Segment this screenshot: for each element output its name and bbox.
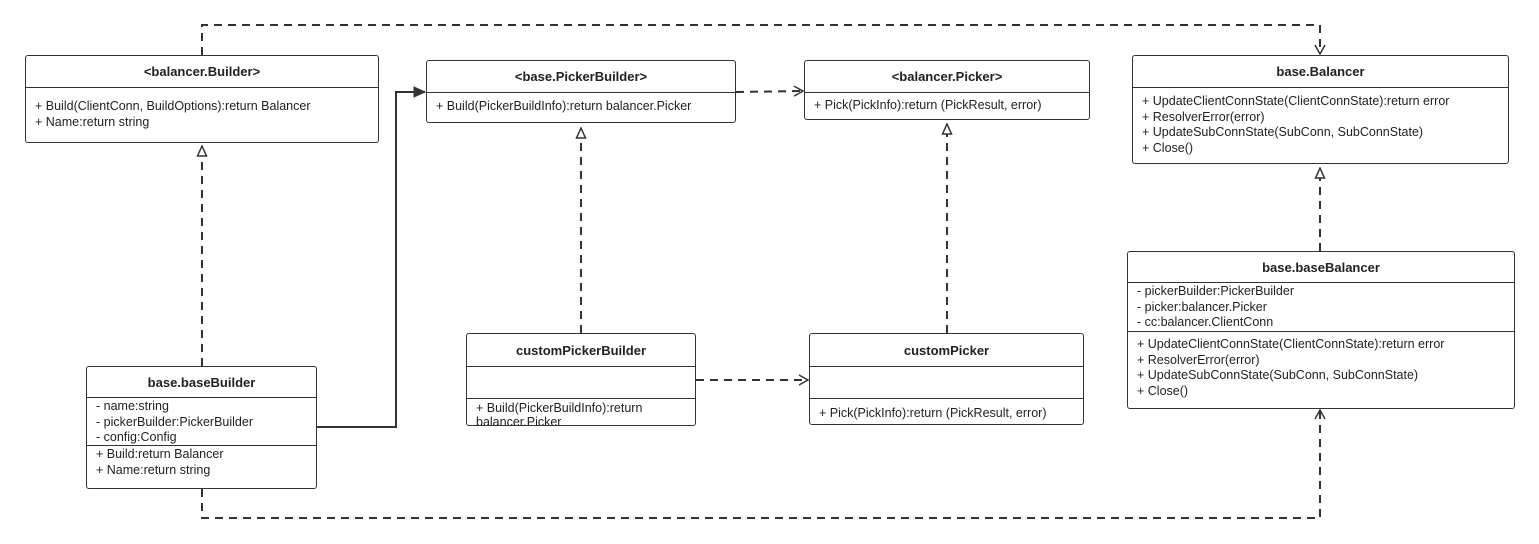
methods-section: + Build(PickerBuildInfo):return balancer… (427, 93, 735, 118)
methods-section: + Build(ClientConn, BuildOptions):return… (26, 88, 378, 133)
method: + ResolverError(error) (1142, 109, 1265, 124)
class-base-basebuilder[interactable]: base.baseBuilder - name:string - pickerB… (86, 366, 317, 489)
method: + UpdateSubConnState(SubConn, SubConnSta… (1142, 125, 1424, 139)
dependency-basebuilder-to-basebalancer (201, 408, 1326, 519)
method: + Name:return string (35, 114, 150, 129)
field: - pickerBuilder:PickerBuilder (1137, 284, 1295, 298)
association-basebuilder-to-pickerbuilder (317, 86, 427, 428)
method: + Build(PickerBuildInfo):return balancer… (436, 99, 692, 113)
class-base-balancer[interactable]: base.Balancer + UpdateClientConnState(Cl… (1132, 55, 1509, 164)
dependency-builder-to-balancer (201, 24, 1326, 56)
methods-section: + UpdateClientConnState(ClientConnState)… (1128, 331, 1514, 402)
class-custompicker[interactable]: customPicker + Pick(PickInfo):return (Pi… (809, 333, 1084, 425)
methods-section: + Pick(PickInfo):return (PickResult, err… (805, 93, 1089, 117)
fields-section (810, 367, 1083, 398)
class-base-pickerbuilder[interactable]: <base.PickerBuilder> + Build(PickerBuild… (426, 60, 736, 123)
class-title: base.Balancer (1133, 56, 1508, 88)
method: + UpdateSubConnState(SubConn, SubConnSta… (1137, 368, 1419, 382)
methods-section: + Pick(PickInfo):return (PickResult, err… (810, 398, 1083, 424)
field: - name:string (96, 399, 169, 413)
method: + Name:return string (96, 462, 211, 477)
field: - cc:balancer.ClientConn (1137, 315, 1274, 329)
class-title: customPicker (810, 334, 1083, 367)
method: + ResolverError(error) (1137, 352, 1260, 367)
fields-section: - name:string - pickerBuilder:PickerBuil… (87, 398, 316, 445)
class-title: <balancer.Builder> (26, 56, 378, 88)
class-title: base.baseBalancer (1128, 252, 1514, 283)
class-custompickerbuilder[interactable]: customPickerBuilder + Build(PickerBuildI… (466, 333, 696, 426)
fields-section: - pickerBuilder:PickerBuilder - picker:b… (1128, 283, 1514, 331)
method: + Build(ClientConn, BuildOptions):return… (35, 99, 311, 113)
method: + UpdateClientConnState(ClientConnState)… (1137, 337, 1445, 351)
class-title: customPickerBuilder (467, 334, 695, 367)
method: + Pick(PickInfo):return (PickResult, err… (819, 406, 1047, 420)
methods-section: + Build:return Balancer + Name:return st… (87, 445, 316, 481)
class-balancer-picker[interactable]: <balancer.Picker> + Pick(PickInfo):retur… (804, 60, 1090, 120)
method: + Close() (1142, 140, 1194, 155)
field: - pickerBuilder:PickerBuilder (96, 414, 254, 429)
field: - picker:balancer.Picker (1137, 299, 1267, 314)
method: + UpdateClientConnState(ClientConnState)… (1142, 94, 1450, 108)
dependency-pickerbuilder-to-picker (735, 85, 805, 97)
method: + Build(PickerBuildInfo):return balancer… (476, 401, 643, 425)
method: + Close() (1137, 383, 1189, 398)
class-title: base.baseBuilder (87, 367, 316, 398)
methods-section: + UpdateClientConnState(ClientConnState)… (1133, 88, 1508, 159)
method: + Pick(PickInfo):return (PickResult, err… (814, 98, 1042, 112)
class-title: <balancer.Picker> (805, 61, 1089, 93)
field: - config:Config (96, 430, 177, 444)
fields-section (467, 367, 695, 398)
class-base-basebalancer[interactable]: base.baseBalancer - pickerBuilder:Picker… (1127, 251, 1515, 409)
methods-section: + Build(PickerBuildInfo):return balancer… (467, 398, 695, 425)
method: + Build:return Balancer (96, 447, 224, 461)
class-title: <base.PickerBuilder> (427, 61, 735, 93)
class-balancer-builder[interactable]: <balancer.Builder> + Build(ClientConn, B… (25, 55, 379, 143)
